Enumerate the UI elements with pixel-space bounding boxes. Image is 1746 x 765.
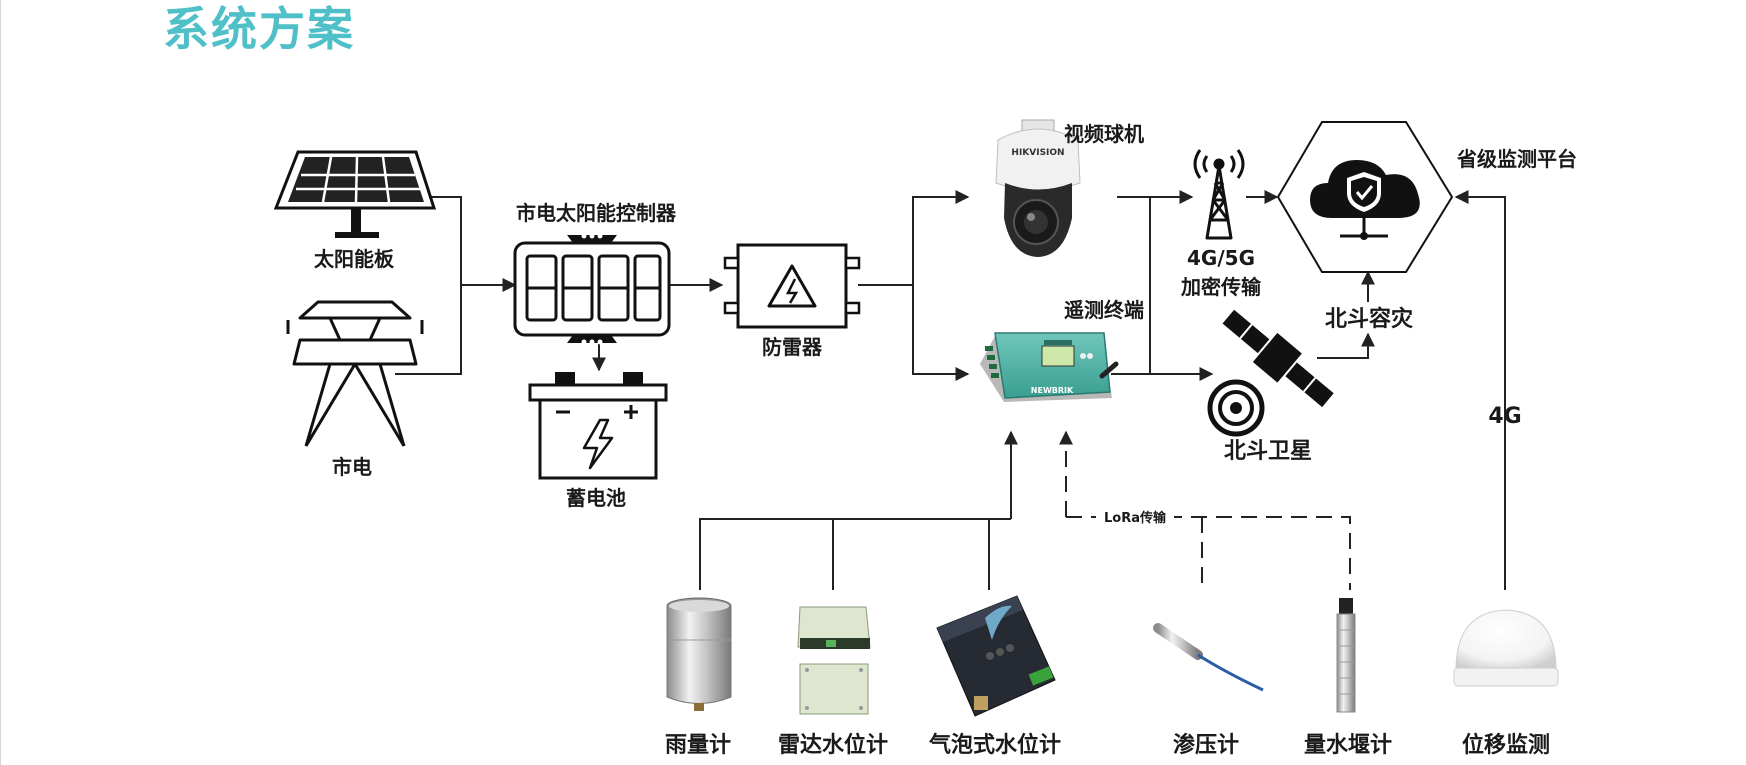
- tower-sub-label: 加密传输: [1180, 275, 1262, 299]
- rtu-brand: NEWBRIK: [1031, 386, 1074, 395]
- solar-panel-icon: [273, 150, 437, 238]
- radar-level-icon: [797, 606, 871, 715]
- rain-gauge-icon: [666, 597, 732, 711]
- bubble-level-label: 气泡式水位计: [928, 732, 1061, 758]
- left-border: [0, 0, 1, 765]
- piezometer-label: 渗压计: [1173, 732, 1239, 758]
- surge-protector-icon: [723, 243, 861, 329]
- grid-label: 市电: [332, 455, 372, 479]
- page-title: 系统方案: [163, 2, 355, 56]
- weir-gauge-label: 量水堰计: [1304, 733, 1392, 758]
- weir-gauge-icon: [1336, 598, 1356, 713]
- link-4g-label: 4G: [1488, 404, 1521, 429]
- battery-label: 蓄电池: [566, 486, 626, 510]
- cell-tower-icon: [1193, 149, 1245, 240]
- controller-label: 市电太阳能控制器: [516, 201, 677, 225]
- power-tower-icon: [286, 300, 424, 447]
- satellite-label: 北斗卫星: [1224, 439, 1312, 464]
- disaster-recovery-label: 北斗容灾: [1325, 306, 1414, 332]
- bubble-level-icon: [936, 595, 1056, 717]
- connection-lines: [395, 190, 1506, 590]
- cloud-platform-icon: [1276, 121, 1454, 273]
- solar-panel-label: 太阳能板: [314, 247, 395, 271]
- gnss-dome-icon: [1453, 609, 1559, 687]
- rtu-label: 遥测终端: [1064, 298, 1144, 322]
- platform-label: 省级监测平台: [1456, 147, 1577, 171]
- displacement-label: 位移监测: [1462, 732, 1550, 758]
- tower-label: 4G/5G: [1187, 246, 1255, 270]
- lora-lines: [1059, 430, 1351, 590]
- satellite-icon: [1207, 309, 1334, 437]
- rtu-device-icon: NEWBRIK: [980, 332, 1119, 402]
- lora-label: LoRa传输: [1104, 510, 1167, 526]
- radar-level-label: 雷达水位计: [778, 732, 888, 758]
- surge-protector-label: 防雷器: [762, 335, 823, 359]
- camera-brand: HIKVISION: [1011, 148, 1064, 158]
- battery-icon: [528, 372, 668, 480]
- camera-label: 视频球机: [1064, 122, 1144, 146]
- piezometer-icon: [1153, 623, 1264, 692]
- controller-icon: [513, 233, 671, 345]
- rain-gauge-label: 雨量计: [665, 733, 731, 758]
- ptz-camera-icon: HIKVISION: [995, 119, 1081, 257]
